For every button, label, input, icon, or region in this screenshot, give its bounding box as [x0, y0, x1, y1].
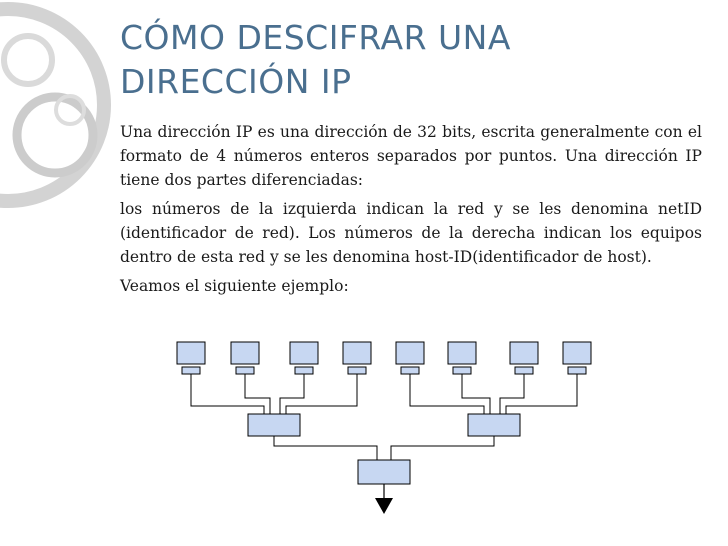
- host-computer-4: [342, 341, 372, 375]
- link-host-2: [244, 374, 271, 414]
- link-host-7: [499, 374, 525, 414]
- host-computer-6: [447, 341, 477, 375]
- slide-title: CÓMO DESCIFRAR UNA DIRECCIÓN IP: [120, 18, 511, 101]
- ring-small: [1, 33, 55, 87]
- host-computer-8: [562, 341, 592, 375]
- slide-body: Una dirección IP es una dirección de 32 …: [120, 120, 702, 303]
- link-switch-left: [273, 436, 378, 460]
- host-computer-5: [395, 341, 425, 375]
- ring-inner: [54, 94, 86, 126]
- switch-left: [247, 413, 301, 437]
- link-host-8: [505, 374, 578, 414]
- link-switch-right: [390, 436, 495, 460]
- link-host-6: [461, 374, 491, 414]
- host-computer-1: [176, 341, 206, 375]
- host-computer-2: [230, 341, 260, 375]
- ring-medium: [12, 92, 98, 178]
- ring-large: [0, 2, 111, 208]
- link-host-5: [409, 374, 485, 414]
- link-host-1: [190, 374, 265, 414]
- network-diagram: [176, 341, 592, 514]
- link-host-4: [285, 374, 358, 414]
- root-router: [357, 459, 411, 485]
- paragraph-definition: Una dirección IP es una dirección de 32 …: [120, 123, 702, 189]
- paragraph-netid-hostid: los números de la izquierda indican la r…: [120, 200, 702, 266]
- link-host-3: [279, 374, 305, 414]
- switch-right: [467, 413, 521, 437]
- arrow-down-icon: [375, 498, 393, 514]
- host-computer-3: [289, 341, 319, 375]
- paragraph-example-intro: Veamos el siguiente ejemplo:: [120, 277, 349, 295]
- host-computer-7: [509, 341, 539, 375]
